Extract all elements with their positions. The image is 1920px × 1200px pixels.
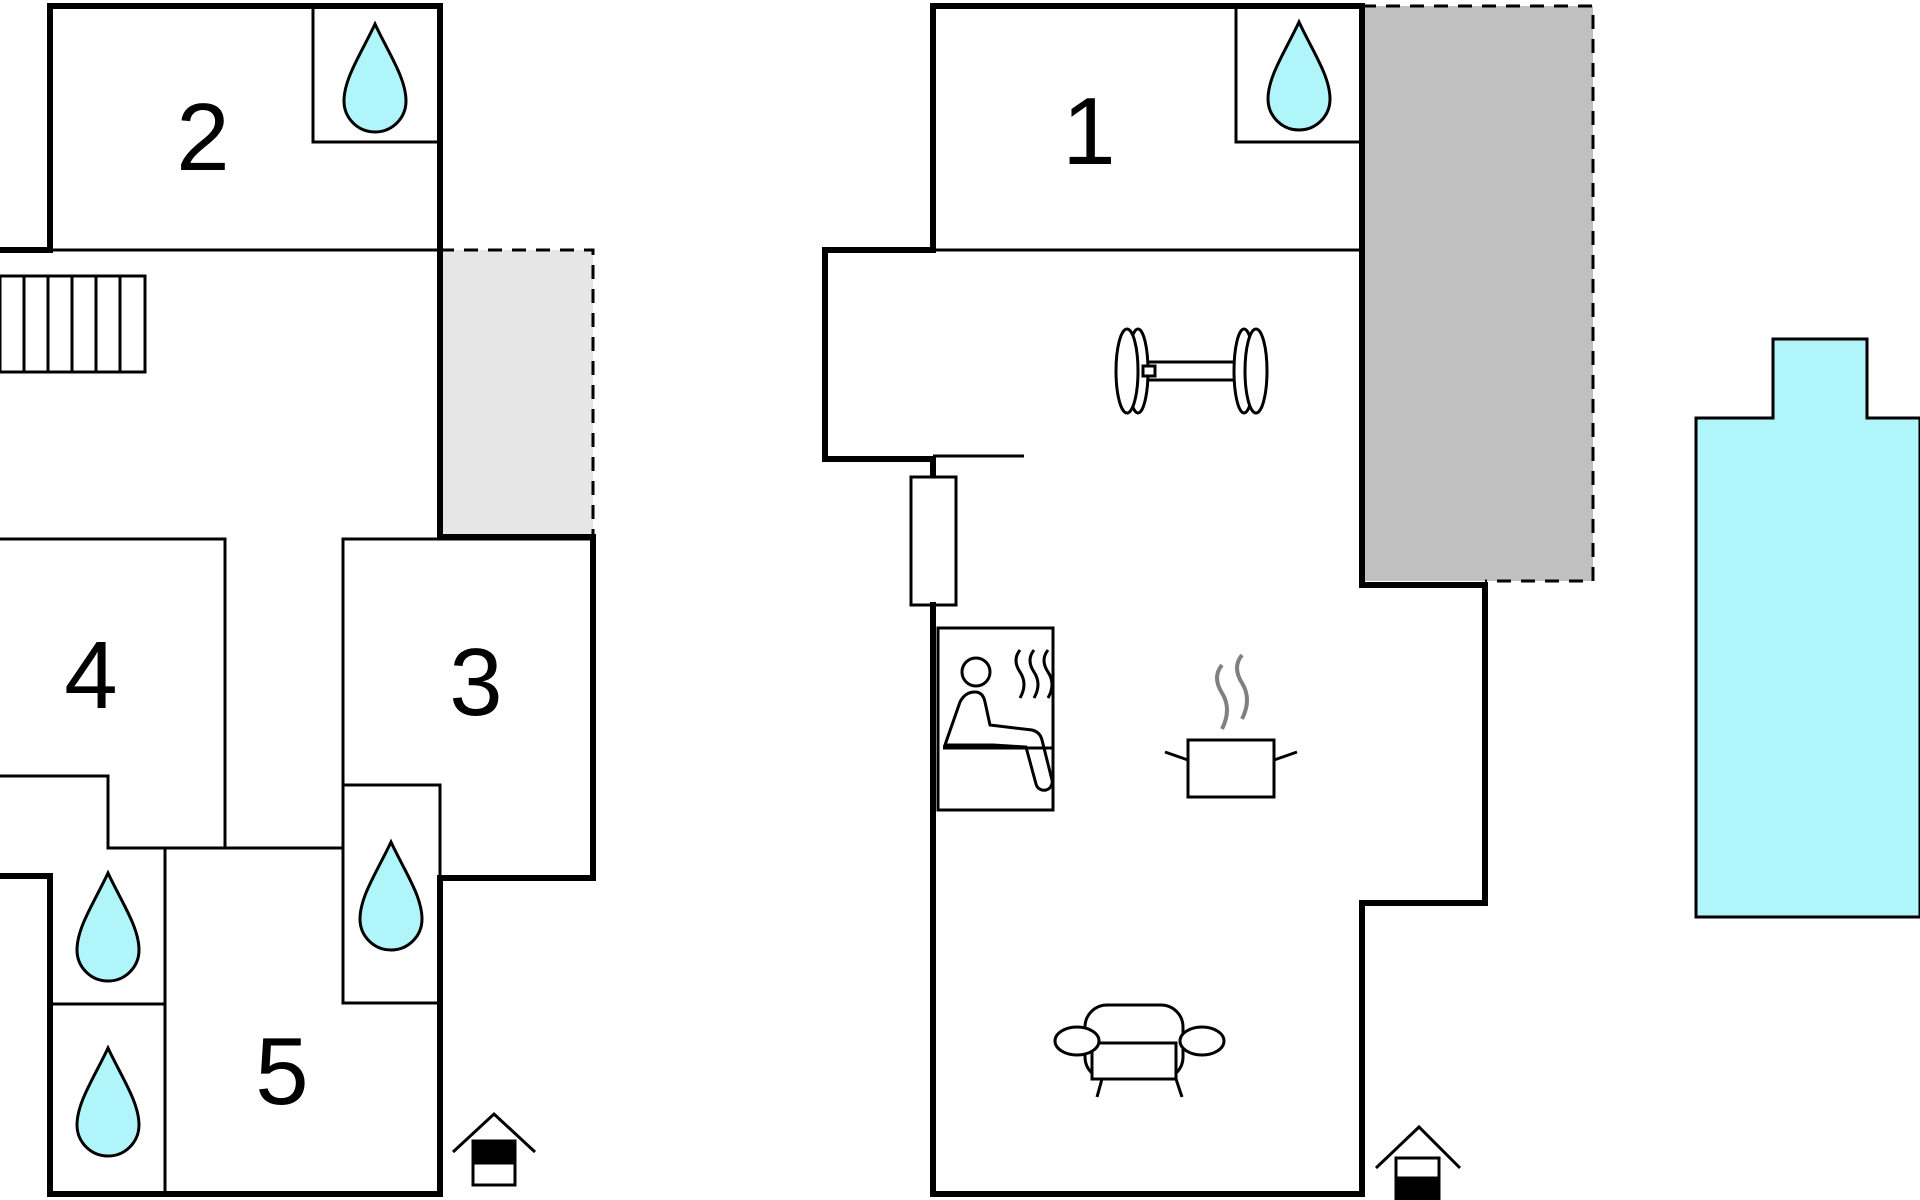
entrance-icon xyxy=(1374,1124,1462,1200)
covered-terrace xyxy=(1362,6,1593,581)
entrance-icon xyxy=(451,1111,537,1187)
entrance-door xyxy=(909,475,958,607)
upper-terrace xyxy=(440,250,593,537)
ground-floor: 1 xyxy=(822,3,1595,1200)
sofa-icon xyxy=(1053,1003,1226,1098)
room-4-label: 4 xyxy=(64,622,117,729)
room-2-label: 2 xyxy=(176,84,229,191)
room-3-label: 3 xyxy=(449,629,502,736)
water-drop-icon xyxy=(1266,18,1332,132)
room-1-label: 1 xyxy=(1062,78,1115,185)
ground-outer-wall xyxy=(930,3,1488,1197)
water-drop-icon xyxy=(75,869,141,983)
upper-outer-wall xyxy=(0,3,596,1197)
room-5-label: 5 xyxy=(255,1018,308,1125)
water-drop-icon xyxy=(75,1044,141,1158)
stairs-icon xyxy=(0,274,147,374)
upper-floor: 2 4 3 5 xyxy=(0,3,596,1197)
dumbbell-icon xyxy=(1114,327,1269,415)
sauna-icon xyxy=(936,626,1055,812)
water-drop-icon xyxy=(358,838,424,952)
water-drop-icon xyxy=(342,20,408,134)
cooking-pot-icon xyxy=(1164,653,1298,799)
pool-icon xyxy=(1694,337,1920,919)
